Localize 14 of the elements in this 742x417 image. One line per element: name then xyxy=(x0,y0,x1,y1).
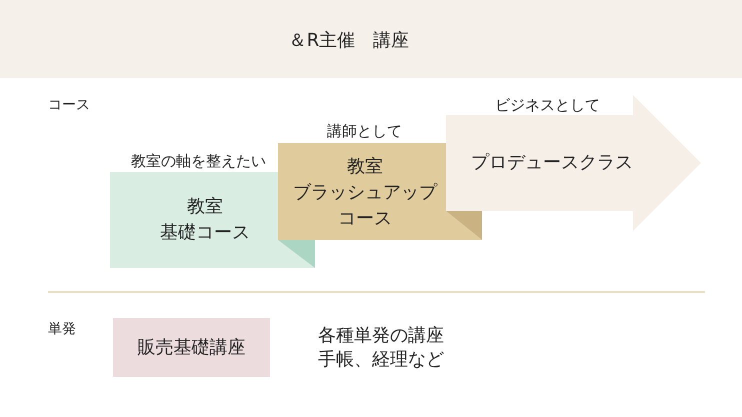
course-title: 教室ブラッシュアップコース xyxy=(293,155,437,231)
title-text: ＆R主催 講座 xyxy=(288,29,410,53)
section-label: 単発 xyxy=(48,320,76,339)
caption-text: ビジネスとして xyxy=(495,95,600,115)
course-title: プロデュースクラス xyxy=(471,151,633,175)
section-label: コース xyxy=(48,96,90,115)
note-text: 各種単発の講座 xyxy=(318,324,444,348)
note-text: 手帳、経理など xyxy=(318,348,444,372)
course-title: 販売基礎講座 xyxy=(138,336,246,360)
course-box xyxy=(113,318,270,377)
course-title: 教室基礎コース xyxy=(160,195,250,245)
arrow-box xyxy=(446,95,701,231)
caption-text: 講師として xyxy=(327,121,402,141)
caption-text: 教室の軸を整えたい xyxy=(131,151,266,171)
